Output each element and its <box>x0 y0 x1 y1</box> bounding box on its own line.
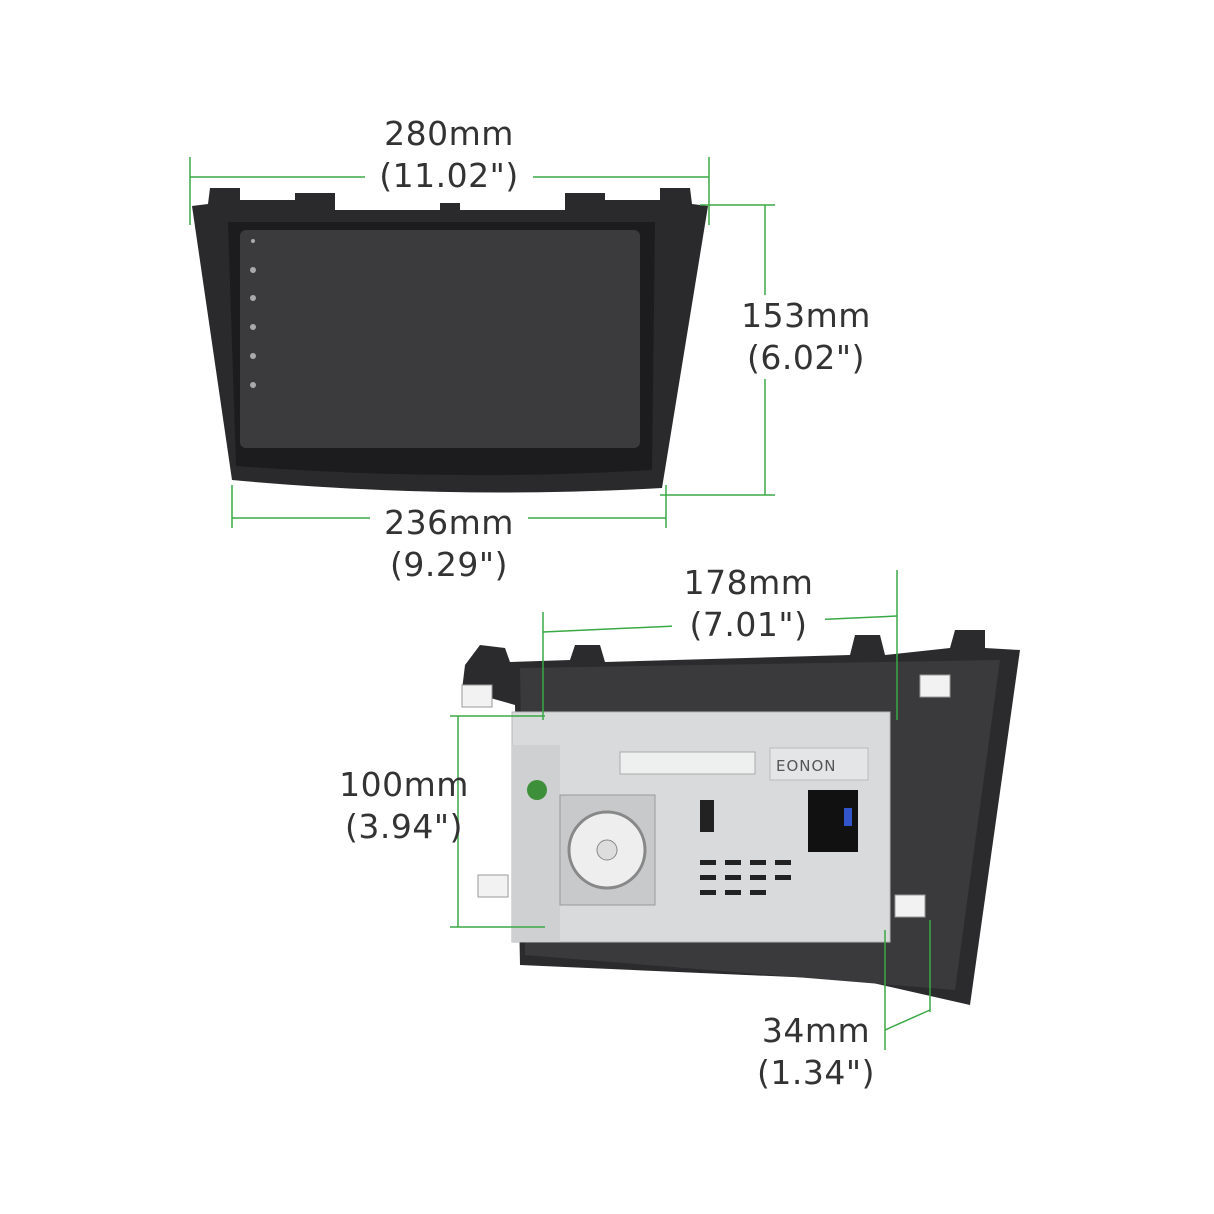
side-button-icons <box>250 239 256 388</box>
dimension-inch: (3.94") <box>345 807 463 846</box>
dimension-mm: 178mm <box>683 563 814 602</box>
dimension-inch: (7.01") <box>689 605 808 644</box>
touch-screen <box>240 230 640 448</box>
rear-width-label: 178mm (7.01") <box>672 562 825 646</box>
dimension-mm: 236mm <box>384 503 514 542</box>
rear-head-unit: EONON <box>461 630 1020 1005</box>
dimension-inch: (1.34") <box>757 1053 875 1092</box>
rear-dimension-lines <box>450 570 931 1050</box>
dimension-inch: (9.29") <box>390 545 508 584</box>
dimension-inch: (11.02") <box>379 156 519 195</box>
dimension-mm: 100mm <box>339 765 469 804</box>
rear-depth-label: 34mm (1.34") <box>742 1010 890 1094</box>
dimension-mm: 34mm <box>761 1011 871 1050</box>
front-head-unit <box>192 188 708 493</box>
dimension-mm: 280mm <box>384 114 514 153</box>
front-width-top-label: 280mm (11.02") <box>365 113 533 197</box>
front-width-bottom-label: 236mm (9.29") <box>370 502 528 586</box>
dimension-inch: (6.02") <box>747 338 865 377</box>
dimension-mm: 153mm <box>741 296 871 335</box>
front-height-label: 153mm (6.02") <box>732 295 880 379</box>
rear-height-label: 100mm (3.94") <box>325 764 483 848</box>
brand-logo: EONON <box>776 757 837 775</box>
